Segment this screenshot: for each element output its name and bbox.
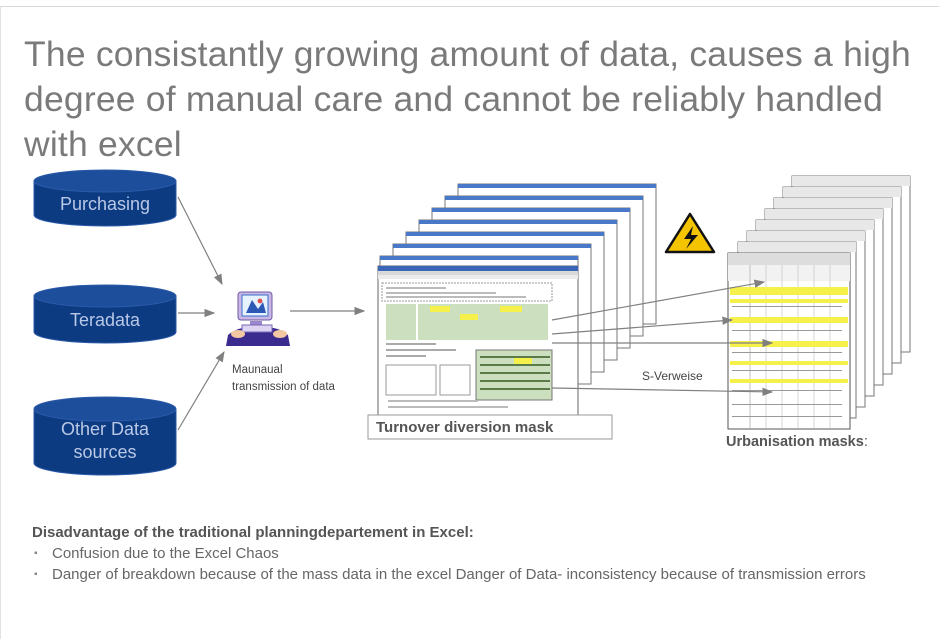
reference-arrow-1 <box>551 279 766 321</box>
other-data-label-line1: Other Data <box>61 419 150 439</box>
disadvantage-item: Danger of breakdown because of the mass … <box>32 565 922 584</box>
urbanisation-spreadsheet-stack <box>727 175 911 430</box>
reference-arrow-4 <box>551 387 774 397</box>
turnover-label-box <box>367 414 613 440</box>
turnover-spreadsheet-stack <box>377 183 657 417</box>
disadvantages-heading: Disadvantage of the traditional planning… <box>32 524 474 541</box>
arrow-purchasing-to-manual <box>177 196 223 286</box>
teradata-database-icon: Teradata <box>33 284 177 344</box>
slide-left-border <box>0 6 1 639</box>
manual-transmission-label-line2: transmission of data <box>232 381 336 393</box>
disadvantages-list: Confusion due to the Excel Chaos Danger … <box>32 544 922 584</box>
urbanisation-label: Urbanisation masks <box>726 434 864 450</box>
person-at-computer-icon <box>226 291 290 346</box>
arrow-other-to-manual <box>177 350 225 431</box>
manual-transmission-label-line1: Maunaual <box>232 364 283 376</box>
reference-arrow-2 <box>551 316 734 335</box>
purchasing-database-icon: Purchasing <box>33 169 177 227</box>
teradata-label: Teradata <box>70 310 141 330</box>
disadvantage-item: Confusion due to the Excel Chaos <box>32 544 922 563</box>
other-data-sources-database-icon: Other Data sources <box>33 396 177 476</box>
turnover-label: Turnover diversion mask <box>376 419 554 436</box>
s-verweise-arrows <box>551 279 774 397</box>
other-data-label-line2: sources <box>73 442 136 462</box>
urbanisation-label-group: Urbanisation masks: <box>726 434 868 450</box>
s-verweise-label: S-Verweise <box>642 369 703 383</box>
disadvantages-section: Disadvantage of the traditional planning… <box>32 524 922 586</box>
urbanisation-label-colon: : <box>864 434 868 450</box>
source-arrows <box>177 196 225 431</box>
warning-high-voltage-icon <box>664 212 716 254</box>
purchasing-label: Purchasing <box>60 194 150 214</box>
slide-top-border <box>0 6 939 7</box>
slide-title: The consistantly growing amount of data,… <box>24 34 911 164</box>
